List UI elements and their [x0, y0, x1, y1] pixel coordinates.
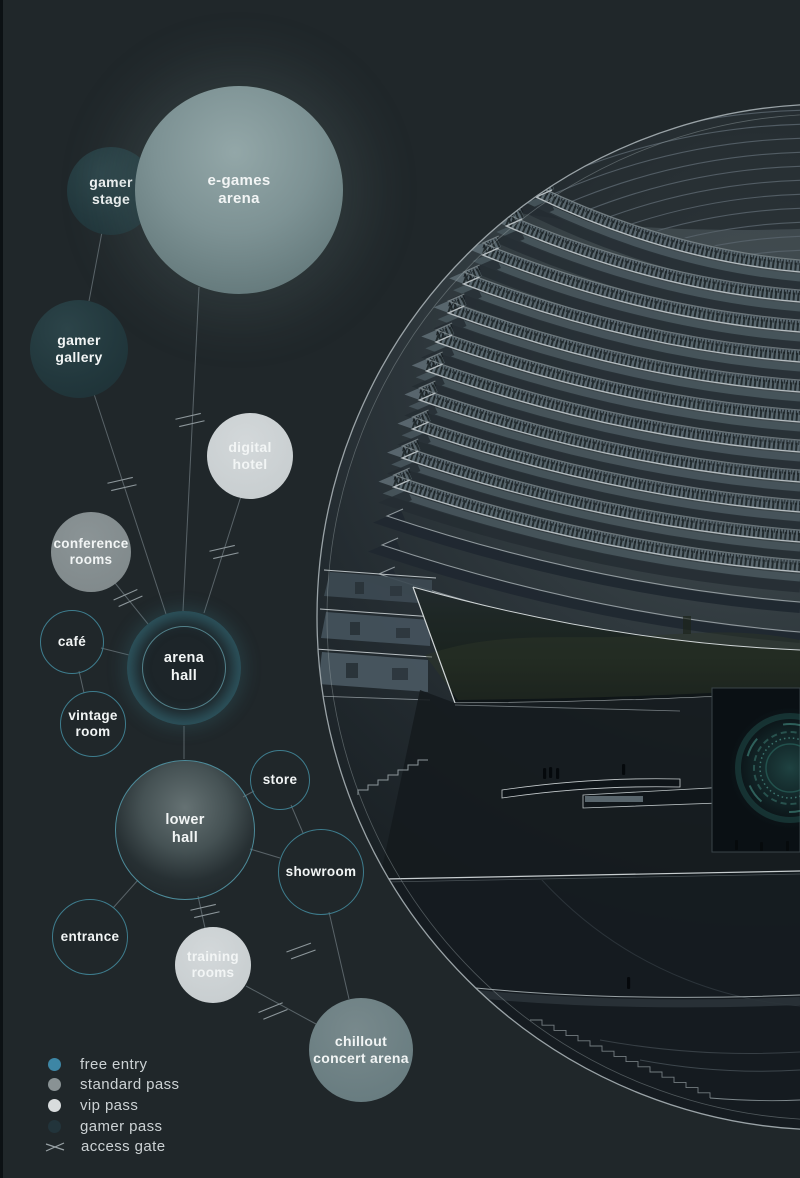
access-gate-marker — [107, 476, 137, 492]
access-gate-marker — [175, 412, 205, 428]
access-gate-marker — [113, 588, 143, 608]
screen-landscape — [425, 632, 800, 700]
legend: free entry standard pass vip pass gamer pas… — [45, 1054, 179, 1157]
access-gate-markers — [107, 412, 316, 1020]
bubble-store: store — [250, 750, 310, 810]
bubble-label: chillout concert arena — [313, 1032, 409, 1066]
bubble-cafe: café — [40, 610, 104, 674]
bubble-label: arena hall — [163, 650, 205, 684]
legend-label: vip pass — [80, 1096, 139, 1114]
bubble-label: training rooms — [187, 948, 239, 980]
sphere-outline — [316, 104, 800, 1130]
bubble-label: vintage room — [68, 707, 118, 739]
ledge-figure — [627, 977, 631, 989]
line-stage-gallery — [88, 231, 103, 302]
legend-label: free entry — [80, 1055, 148, 1073]
bubble-label: e-games arena — [207, 171, 271, 207]
bubble-label: café — [57, 633, 87, 649]
bubble-gamer-gallery: gamer gallery — [30, 300, 128, 398]
line-lowerhall-training — [197, 895, 206, 929]
bubble-label: showroom — [285, 863, 357, 879]
bubble-label: digital hotel — [228, 438, 272, 472]
lower-bowl — [384, 870, 800, 1130]
staircase — [357, 759, 428, 795]
line-conference-arenahall — [114, 582, 149, 625]
media-screen — [412, 586, 800, 704]
legend-item-gamer-pass: gamer pass — [48, 1116, 179, 1137]
screen-castle-silhouette — [683, 616, 691, 634]
bubble-label: gamer gallery — [55, 331, 103, 365]
bubble-entrance: entrance — [52, 899, 128, 975]
vip-pass-dot-icon — [48, 1098, 61, 1112]
room-floors — [317, 569, 437, 701]
page-left-edge — [0, 0, 3, 1178]
bubble-chillout-concert-arena: chillout concert arena — [309, 998, 413, 1102]
legend-item-standard-pass: standard pass — [48, 1075, 179, 1096]
access-gate-marker — [190, 903, 220, 919]
legend-item-access-gate: access gate — [45, 1136, 179, 1157]
bubble-arena-hall: arena hall — [127, 611, 241, 725]
walkway-figures — [543, 764, 626, 779]
line-cafe-vintage — [78, 670, 85, 694]
mezzanine-walkway — [501, 778, 681, 799]
line-lowerhall-showroom — [249, 848, 281, 859]
line-showroom-chillout — [328, 911, 350, 1000]
walkway-screen-strip — [585, 796, 643, 802]
bubble-lower-hall: lower hall — [115, 760, 255, 900]
bubble-label: gamer stage — [89, 173, 133, 207]
bubble-digital-hotel: digital hotel — [207, 413, 293, 499]
amphitheater-steps — [530, 1019, 711, 1098]
bubble-label: conference rooms — [53, 535, 129, 567]
bubble-training-rooms: training rooms — [175, 927, 251, 1003]
bubble-e-games-arena: e-games arena — [135, 86, 343, 294]
bubble-label: store — [262, 771, 298, 787]
line-hotel-arenahall — [203, 492, 243, 614]
free-entry-dot-icon — [48, 1057, 61, 1071]
access-gate-marker — [286, 942, 316, 960]
screen-figures — [735, 840, 789, 851]
legend-label: gamer pass — [80, 1117, 163, 1135]
sphere-inner-outline — [326, 114, 800, 1120]
access-gate-marker — [258, 1002, 288, 1020]
access-gate-icon — [45, 1142, 65, 1152]
legend-label: access gate — [81, 1138, 166, 1156]
line-gallery-arenahall — [93, 393, 167, 615]
gamer-pass-dot-icon — [48, 1119, 61, 1133]
line-lowerhall-entrance — [112, 879, 139, 909]
standard-pass-dot-icon — [48, 1078, 61, 1092]
access-gate-marker — [209, 544, 239, 560]
legend-label: standard pass — [80, 1076, 180, 1094]
holo-screen — [711, 687, 800, 853]
line-training-chillout — [245, 985, 317, 1025]
legend-item-free-entry: free entry — [48, 1054, 179, 1075]
bubble-label: entrance — [60, 928, 120, 944]
bubble-showroom: showroom — [278, 829, 364, 915]
line-cafe-arenahall — [100, 647, 130, 656]
bubble-label: lower hall — [165, 812, 205, 846]
line-egames-arenahall — [182, 286, 200, 612]
line-store-showroom — [290, 804, 304, 834]
bubble-conference-rooms: conference rooms — [51, 512, 131, 592]
bubble-vintage-room: vintage room — [60, 691, 126, 757]
legend-item-vip-pass: vip pass — [48, 1095, 179, 1116]
